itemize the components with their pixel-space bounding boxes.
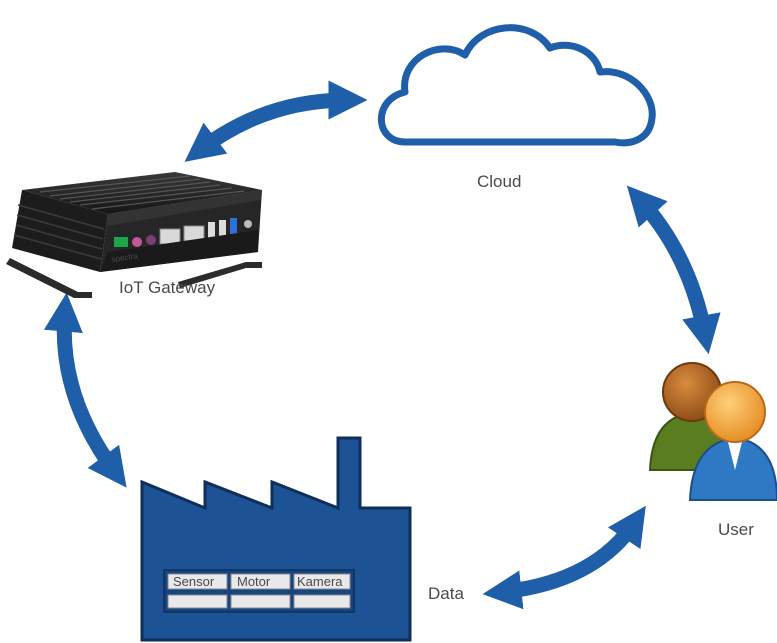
iot-gateway-label: IoT Gateway — [119, 278, 216, 297]
arrow-user-data — [482, 505, 646, 610]
gateway-brand: spectra — [111, 251, 139, 264]
cloud-icon — [377, 24, 656, 147]
factory-icon: Sensor Motor Kamera — [140, 436, 412, 642]
arrow-gateway-factory — [43, 292, 127, 488]
arrow-cloud-gateway — [184, 80, 368, 162]
factory-slot-kamera: Kamera — [293, 573, 351, 609]
slot-label-sensor: Sensor — [173, 574, 215, 589]
factory-slot-sensor: Sensor — [167, 573, 228, 609]
user-label: User — [718, 520, 754, 539]
data-label: Data — [428, 584, 464, 603]
arrow-cloud-user — [626, 185, 721, 355]
slot-label-kamera: Kamera — [297, 574, 343, 589]
user-icon — [648, 362, 777, 501]
cloud-label: Cloud — [477, 172, 522, 191]
factory-slot-motor: Motor — [230, 573, 291, 609]
iot-gateway-icon: spectra — [6, 172, 262, 298]
slot-label-motor: Motor — [237, 574, 271, 589]
